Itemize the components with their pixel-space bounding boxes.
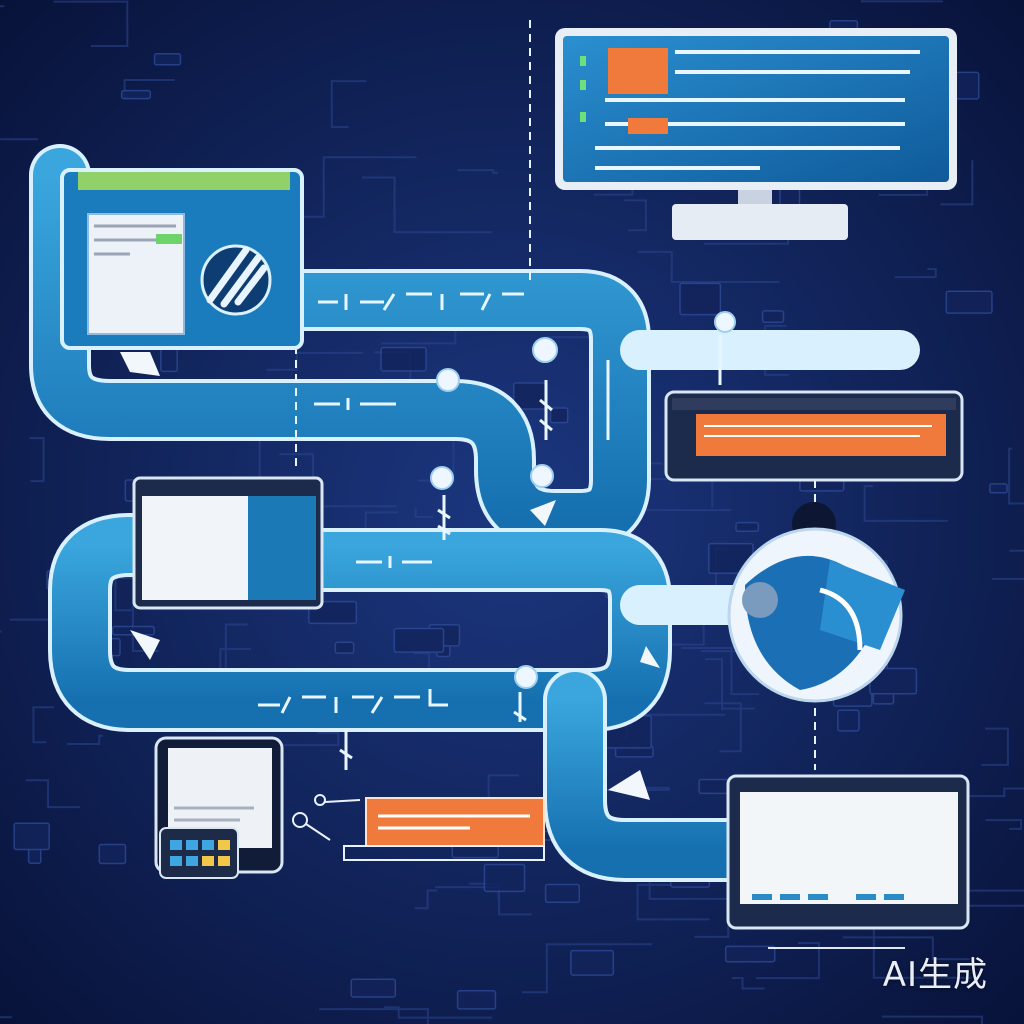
- ai-generated-watermark: AI生成: [882, 955, 988, 995]
- data-block: [292, 794, 545, 861]
- status-window: [664, 390, 964, 482]
- app-window-left: [132, 476, 324, 610]
- gear-icon: [200, 244, 272, 316]
- pipe-network: [29, 144, 920, 882]
- connector-nodes: [430, 311, 736, 689]
- accent-shards: [120, 352, 660, 800]
- globe-icon: [727, 502, 905, 703]
- monitor-icon: [555, 28, 957, 240]
- app-window-panel: [60, 168, 304, 350]
- tablet-icon: [154, 736, 284, 879]
- pipe-markings: [258, 292, 722, 770]
- laptop-screen: [726, 774, 970, 949]
